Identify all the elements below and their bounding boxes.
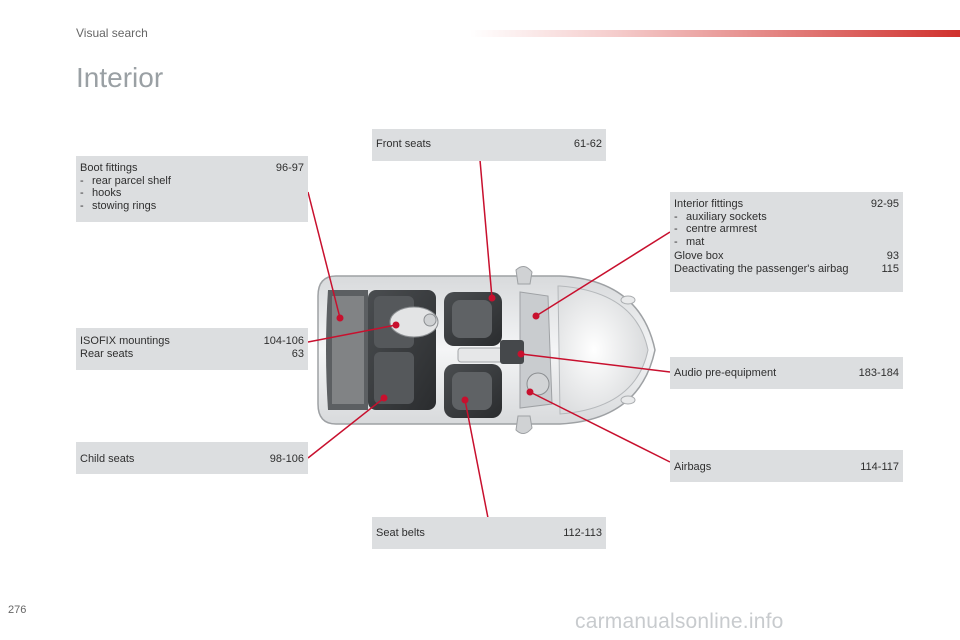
airbags-pages: 114-117	[860, 461, 899, 473]
section-label: Visual search	[76, 26, 148, 40]
audio-box[interactable]: Audio pre-equipment 183-184	[670, 357, 903, 389]
callout-interior-fittings	[535, 231, 671, 317]
airbag-deactivation-row: Deactivating the passenger's airbag 115	[674, 263, 899, 276]
interior-fittings-pages: 92-95	[870, 198, 899, 210]
child-seats-pages: 98-106	[269, 453, 304, 465]
boot-item-rear-parcel-shelf: -rear parcel shelf	[80, 174, 171, 187]
page-title: Interior	[76, 62, 164, 93]
boot-fittings-pages: 96-97	[275, 162, 304, 174]
callout-lines	[307, 159, 671, 519]
rear-seats-label: Rear seats	[80, 347, 134, 360]
airbags-label: Airbags	[674, 461, 712, 473]
child-seat	[389, 306, 439, 338]
isofix-box[interactable]: ISOFIX mountings 104-106 Rear seats 63	[76, 328, 308, 370]
glove-box-row: Glove box 93	[674, 250, 899, 263]
seat-belts-label: Seat belts	[376, 527, 425, 539]
boot-item-stowing-rings: -stowing rings	[80, 199, 157, 212]
interior-fittings-label: Interior fittings	[674, 198, 744, 210]
boot-fittings-box[interactable]: Boot fittings 96-97 -rear parcel shelf -…	[76, 156, 308, 222]
header-accent-bar	[470, 30, 960, 37]
interior-item-auxiliary-sockets: -auxiliary sockets	[674, 210, 767, 223]
callout-audio	[520, 353, 671, 373]
glove-box-label: Glove box	[674, 250, 724, 262]
airbag-deactivation-label: Deactivating the passenger's airbag	[674, 262, 849, 275]
rear-seats	[368, 290, 436, 410]
audio-pages: 183-184	[858, 367, 899, 379]
front-seats-label: Front seats	[376, 138, 432, 150]
isofix-label: ISOFIX mountings	[80, 335, 170, 347]
glove-box-pages: 93	[886, 250, 899, 262]
callout-airbags	[529, 391, 671, 463]
centre-console	[457, 340, 550, 396]
seat-belts-box[interactable]: Seat belts 112-113	[372, 517, 606, 549]
interior-item-centre-armrest: -centre armrest	[674, 223, 757, 235]
audio-label: Audio pre-equipment	[674, 367, 777, 379]
front-seats-pages: 61-62	[573, 138, 602, 150]
watermark: carmanualsonline.info	[575, 610, 784, 633]
isofix-pages: 104-106	[263, 335, 304, 347]
callout-seat-belts	[464, 399, 489, 519]
interior-fittings-box[interactable]: Interior fittings 92-95 -auxiliary socke…	[670, 192, 903, 292]
callout-isofix	[307, 324, 397, 343]
callout-front-seats	[479, 159, 493, 299]
seat-belts-pages: 112-113	[563, 527, 602, 539]
callout-child-seats	[307, 397, 385, 459]
front-seats-box[interactable]: Front seats 61-62	[372, 129, 606, 161]
airbags-box[interactable]: Airbags 114-117	[670, 450, 903, 482]
interior-item-mat: -mat	[674, 235, 705, 248]
boot-item-hooks: -hooks	[80, 187, 122, 199]
child-seats-box[interactable]: Child seats 98-106	[76, 442, 308, 474]
child-seats-label: Child seats	[80, 453, 135, 465]
callout-dots	[336, 294, 540, 404]
callout-boot-fittings	[307, 191, 341, 319]
boot-fittings-label: Boot fittings	[80, 162, 138, 174]
page-number: 276	[8, 604, 27, 616]
rear-seats-pages: 63	[291, 347, 304, 360]
airbag-deactivation-pages: 115	[881, 262, 899, 275]
